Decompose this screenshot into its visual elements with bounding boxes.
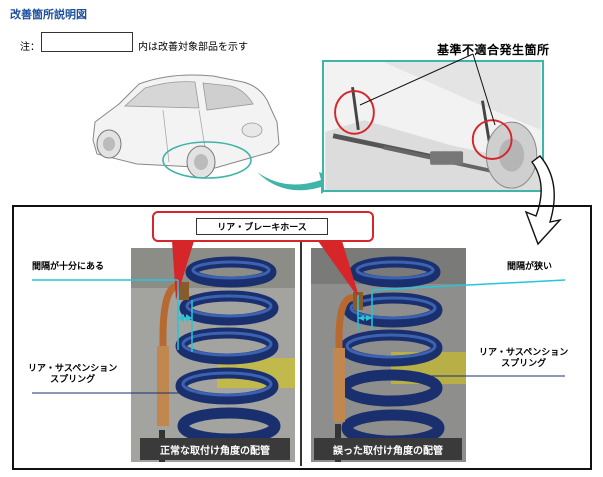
incorrect-installation-caption: 誤った取付け角度の配管 [314,438,462,460]
right-spring-label-line2: スプリング [501,359,547,369]
comparison-frame [12,205,592,470]
note-legend-box [41,32,133,52]
car-illustration [92,74,280,179]
note-label: 注： [20,42,40,53]
note-text: 内は改善対象部品を示す [138,42,248,53]
correct-installation-caption: 正常な取付け角度の配管 [140,438,290,460]
down-arrow-icon [524,155,562,246]
hose-label: リア・ブレーキホース [196,218,328,235]
left-spring-label: リア・サスペンション スプリング [28,364,117,386]
left-spring-label-line1: リア・サスペンション [28,364,118,374]
hose-callout-frame [152,211,374,242]
gap-sufficient-label: 間隔が十分にある [32,262,105,272]
underbody-illustration [322,60,544,192]
gap-narrow-label: 間隔が狭い [507,262,553,272]
comparison-divider [300,240,302,466]
noncompliance-label: 基準不適合発生箇所 [437,43,550,57]
left-spring-label-line2: スプリング [50,375,96,385]
right-spring-label-line1: リア・サスペンション [479,348,569,358]
right-spring-label: リア・サスペンション スプリング [479,348,568,370]
correct-installation-photo [131,248,295,462]
incorrect-installation-photo [311,248,466,462]
page-title: 改善箇所説明図 [10,8,87,21]
